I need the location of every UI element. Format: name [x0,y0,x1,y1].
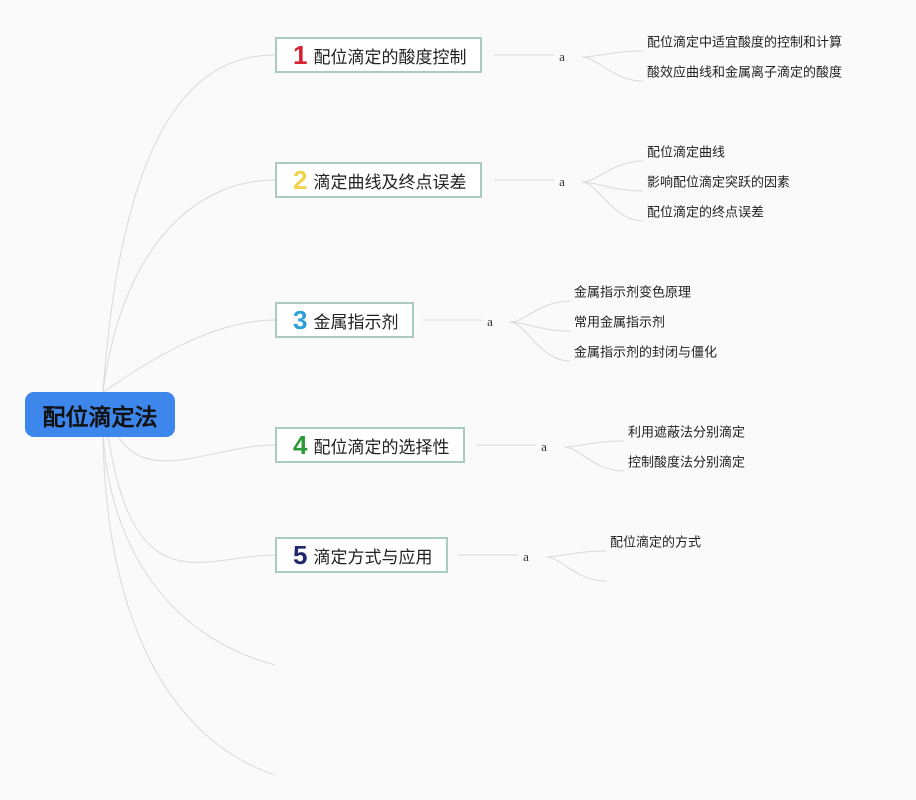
mid-label-5[interactable]: a [523,549,529,564]
leaf-4-1[interactable]: 利用遮蔽法分别滴定 [628,425,746,441]
leaf-2-3[interactable]: 配位滴定的终点误差 [647,205,765,221]
root-topic[interactable]: 配位滴定法 [25,392,175,437]
topic-3[interactable]: 3 金属指示剂 [275,302,415,338]
mid-label-4[interactable]: a [541,439,547,454]
leaf-connector-2-1 [581,160,644,183]
topic-title-4: 配位滴定的选择性 [313,437,450,458]
leaf-connector-4-2 [563,446,625,472]
topic-5[interactable]: 5 滴定方式与应用 [275,537,449,573]
leaf-2-1[interactable]: 配位滴定曲线 [647,145,726,161]
mid-label-2[interactable]: a [559,174,565,189]
leaf-connector-1-2 [581,56,644,82]
leaf-1-2[interactable]: 酸效应曲线和金属离子滴定的酸度 [647,65,843,81]
leaf-1-1[interactable]: 配位滴定中适宜酸度的控制和计算 [647,35,843,51]
leaf-3-3[interactable]: 金属指示剂的封闭与僵化 [574,345,718,361]
topic-number-2: 2 [293,165,308,195]
topic-number-1: 1 [293,40,308,70]
leaf-connector-3-2 [509,321,571,332]
topic-number-3: 3 [293,305,308,335]
topic-4[interactable]: 4 配位滴定的选择性 [275,427,466,463]
leaf-2-2[interactable]: 影响配位滴定突跃的因素 [647,175,791,191]
topic-1[interactable]: 1 配位滴定的酸度控制 [275,37,483,73]
root-connector-3 [102,319,276,393]
root-connector-empty-1 [102,431,276,666]
leaf-3-1[interactable]: 金属指示剂变色原理 [574,285,692,301]
leaf-3-2[interactable]: 常用金属指示剂 [574,315,666,331]
root-connector-empty-2 [102,431,276,776]
topic-number-5: 5 [293,540,308,570]
topic-title-5: 滴定方式与应用 [313,547,433,568]
root-connector-5 [102,391,276,563]
leaf-connector-3-3 [509,321,571,362]
topic-title-1: 配位滴定的酸度控制 [313,47,467,68]
mid-label-3[interactable]: a [487,314,493,329]
leaf-connector-3-1 [509,300,571,323]
leaf-5-1[interactable]: 配位滴定的方式 [610,535,702,551]
root-connector-1 [102,54,276,393]
leaf-connector-2-3 [581,181,644,222]
root-connector-2 [102,179,276,393]
leaf-4-2[interactable]: 控制酸度法分别滴定 [628,455,746,471]
topic-number-4: 4 [293,430,308,460]
leaf-connector-5-2 [545,556,607,582]
mid-label-1[interactable]: a [559,49,565,64]
topic-title-3: 金属指示剂 [313,312,399,333]
leaf-connector-5-1 [545,550,607,558]
leaf-connector-4-1 [563,440,625,448]
topic-2[interactable]: 2 滴定曲线及终点误差 [275,162,483,198]
leaf-connector-1-1 [581,50,644,58]
topic-title-2: 滴定曲线及终点误差 [313,172,467,193]
leaf-connector-2-2 [581,181,644,192]
